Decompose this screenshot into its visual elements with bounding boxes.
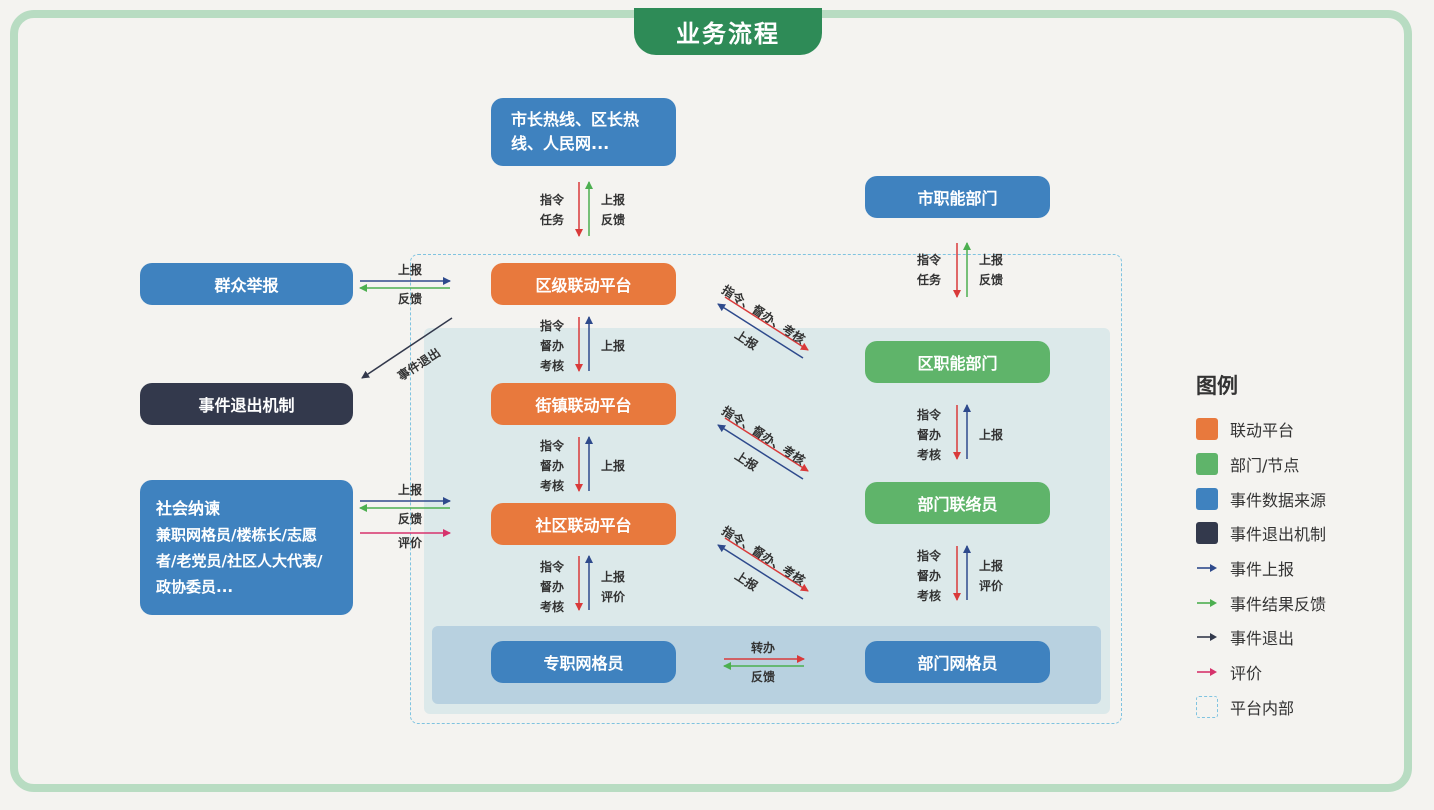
community-source-body: 兼职网格员/楼栋长/志愿者/老党员/社区人大代表/政协委员... <box>156 525 323 596</box>
label-cmd-dd2l: 指令 督办 考核 <box>917 408 942 462</box>
legend-swatch <box>1196 487 1218 510</box>
arrow-diag3-cmd <box>724 537 809 592</box>
hotline-node: 市长热线、区长热线、人民网... <box>491 98 676 166</box>
arrow-diag1-cmd <box>724 296 809 351</box>
legend-label: 事件退出机制 <box>1230 525 1327 545</box>
legend-label: 事件结果反馈 <box>1230 594 1327 614</box>
legend-items: 联动平台部门/节点事件数据来源事件退出机制事件上报事件结果反馈事件退出评价平台内… <box>1196 412 1326 724</box>
community-platform-node: 社区联动平台 <box>491 503 676 545</box>
legend-dashed-swatch <box>1196 695 1218 718</box>
legend-label: 事件退出 <box>1230 629 1295 649</box>
arrow-diag2-cmd <box>724 417 809 472</box>
label-cmd-d2s: 指令 督办 考核 <box>540 319 565 373</box>
label-cmd-s2c: 指令 督办 考核 <box>540 439 565 493</box>
dept-grid-worker-node: 部门网格员 <box>865 641 1050 683</box>
label-transfer-feedback: 反馈 <box>751 670 776 684</box>
arrow-diag1-rep <box>717 303 804 359</box>
label-fb-hotline: 上报 反馈 <box>601 193 626 227</box>
legend-arrow-icon <box>1197 668 1217 677</box>
label-community-report: 上报 <box>398 483 423 497</box>
label-cmd-citydept: 指令 任务 <box>917 253 942 287</box>
label-public-feedback: 反馈 <box>398 292 423 306</box>
exit-mechanism-node: 事件退出机制 <box>140 383 353 425</box>
platform-internal-zone <box>410 254 1122 724</box>
label-cmd-hotline: 指令 任务 <box>540 193 565 227</box>
legend-title: 图例 <box>1196 374 1238 398</box>
legend-label: 联动平台 <box>1230 421 1295 441</box>
grid-worker-node: 专职网格员 <box>491 641 676 683</box>
label-community-feedback: 反馈 <box>398 512 423 526</box>
legend-item: 事件结果反馈 <box>1196 585 1326 620</box>
label-rep-c2g: 上报 评价 <box>601 570 626 604</box>
label-rep-d2s: 上报 <box>601 339 626 353</box>
community-source-node: 社会纳谏 兼职网格员/楼栋长/志愿者/老党员/社区人大代表/政协委员... <box>140 480 353 615</box>
label-cmd-c2g: 指令 督办 考核 <box>540 560 565 614</box>
label-public-report: 上报 <box>398 263 423 277</box>
arrow-exit <box>361 317 453 379</box>
page-title: 业务流程 <box>634 8 822 55</box>
legend-item: 事件数据来源 <box>1196 481 1326 516</box>
legend-swatch <box>1196 453 1218 476</box>
label-rep-s2c: 上报 <box>601 459 626 473</box>
public-report-node: 群众举报 <box>140 263 353 305</box>
legend-arrow-icon <box>1197 633 1217 642</box>
city-dept-node: 市职能部门 <box>865 176 1050 218</box>
legend-arrow-icon <box>1197 564 1217 573</box>
legend-item: 部门/节点 <box>1196 447 1326 482</box>
legend-item: 事件退出 <box>1196 620 1326 655</box>
label-cmd-l2g: 指令 督办 考核 <box>917 549 942 603</box>
legend-item: 联动平台 <box>1196 412 1326 447</box>
label-rep-l2g: 上报 评价 <box>979 559 1004 593</box>
legend-item: 事件上报 <box>1196 551 1326 586</box>
arrow-diag2-rep <box>717 424 804 480</box>
dept-liaison-node: 部门联络员 <box>865 482 1050 524</box>
label-fb-citydept: 上报 反馈 <box>979 253 1004 287</box>
legend-label: 事件上报 <box>1230 560 1295 580</box>
legend-arrow-icon <box>1197 598 1217 607</box>
legend-swatch <box>1196 418 1218 441</box>
label-transfer: 转办 <box>751 641 776 655</box>
legend-label: 平台内部 <box>1230 698 1295 718</box>
legend-item: 平台内部 <box>1196 690 1326 725</box>
legend-swatch <box>1196 522 1218 545</box>
legend-label: 事件数据来源 <box>1230 490 1327 510</box>
legend-item: 评价 <box>1196 655 1326 690</box>
legend-label: 评价 <box>1230 664 1263 684</box>
label-rep-dd2l: 上报 <box>979 428 1004 442</box>
legend-label: 部门/节点 <box>1230 456 1300 476</box>
street-platform-node: 街镇联动平台 <box>491 383 676 425</box>
legend-item: 事件退出机制 <box>1196 516 1326 551</box>
label-community-evaluate: 评价 <box>398 536 423 550</box>
arrow-diag3-rep <box>717 544 804 600</box>
district-platform-node: 区级联动平台 <box>491 263 676 305</box>
district-dept-node: 区职能部门 <box>865 341 1050 383</box>
legend: 图例 联动平台部门/节点事件数据来源事件退出机制事件上报事件结果反馈事件退出评价… <box>1196 370 1326 724</box>
community-source-title: 社会纳谏 <box>156 498 221 518</box>
